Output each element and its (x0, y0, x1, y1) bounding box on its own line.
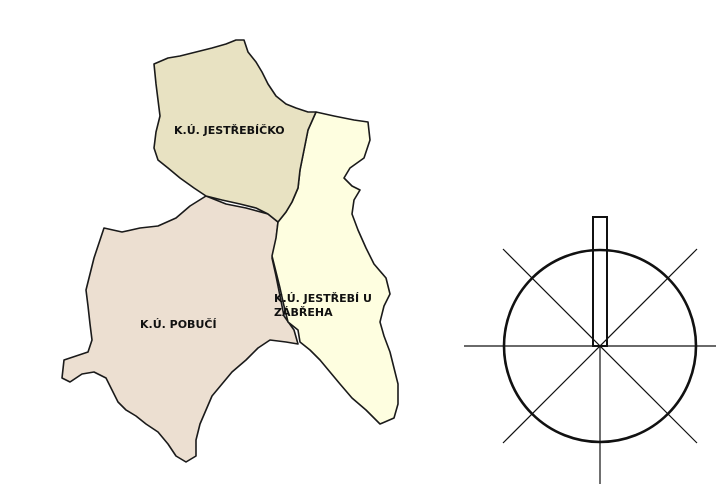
region-jestrebi-u-zabreha[interactable] (271, 111, 399, 425)
orientation-circle-symbol-icon (464, 216, 716, 484)
region-label-jestrebi-u-zabreha-line1: K.Ú. JESTŘEBÍ U (274, 292, 372, 305)
region-label-pobuci: K.Ú. POBUČÍ (140, 318, 217, 331)
symbol-needle (592, 216, 608, 347)
region-label-jestrebicko: K.Ú. JESTŘEBÍČKO (174, 124, 285, 137)
region-jestrebicko[interactable] (153, 39, 317, 223)
region-label-jestrebi-u-zabreha-line2: ZÁBŘEHA (274, 306, 333, 319)
region-pobuci[interactable] (61, 195, 299, 463)
